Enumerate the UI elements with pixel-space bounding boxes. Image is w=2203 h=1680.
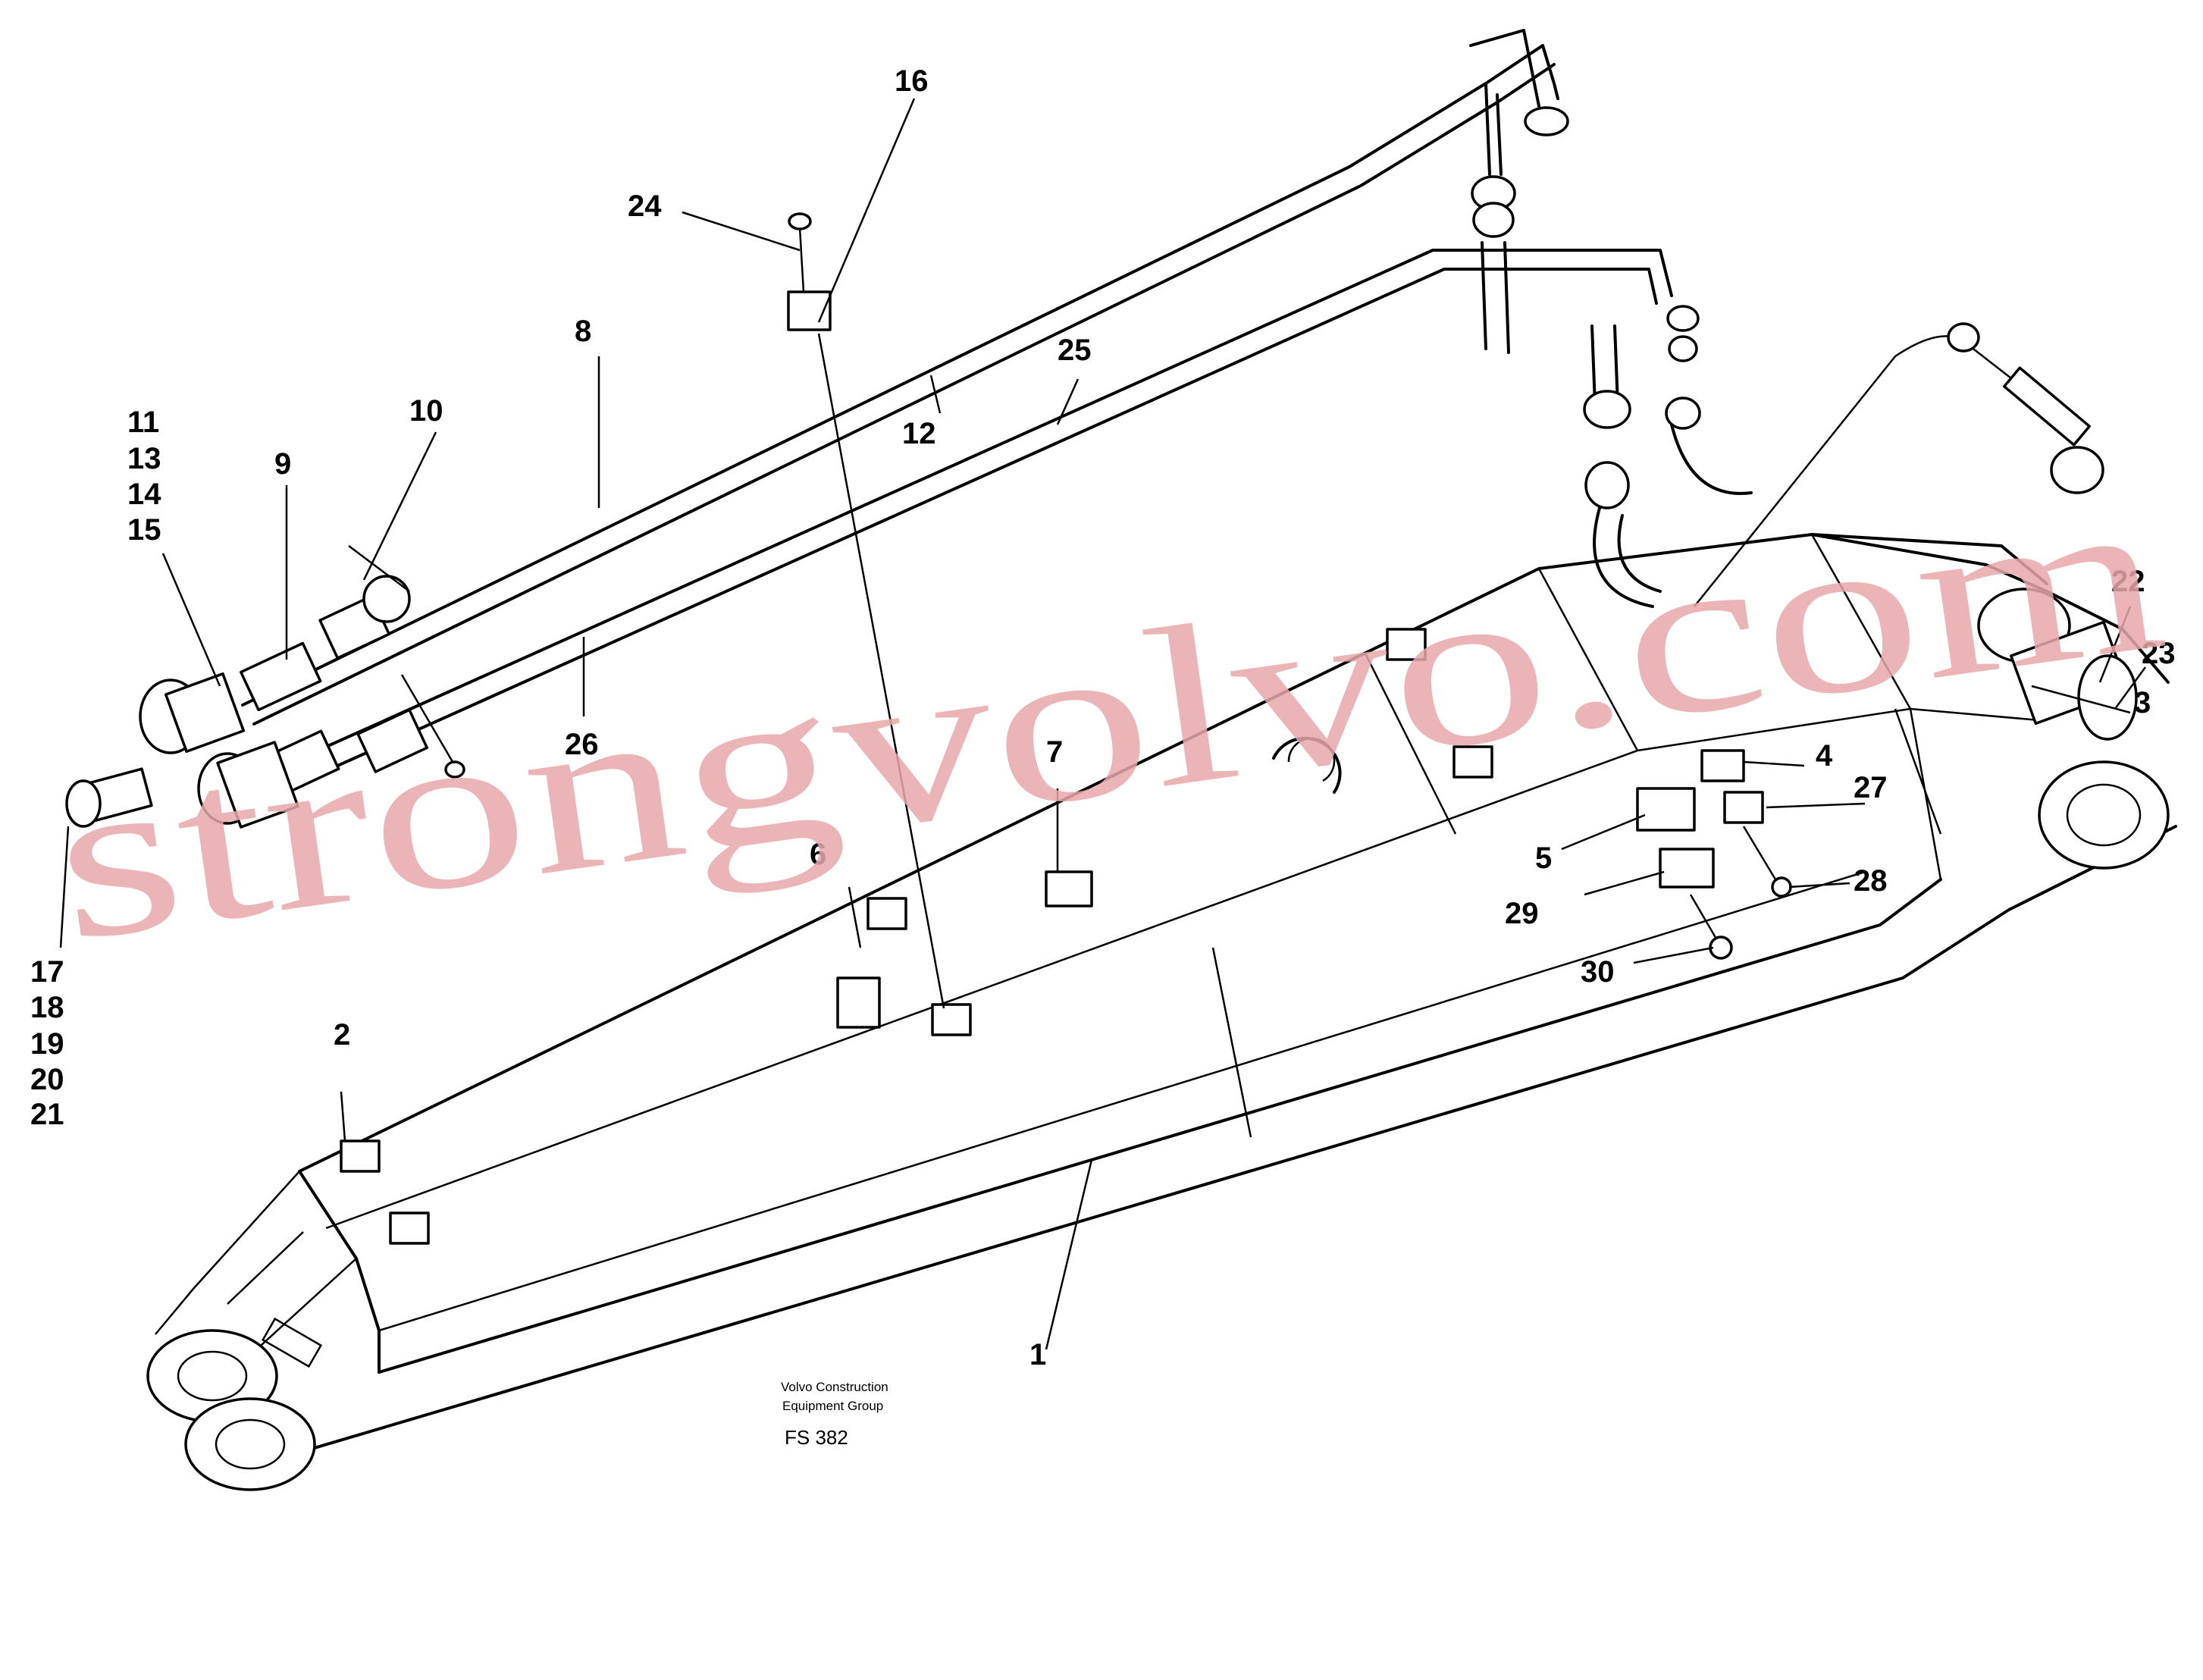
callout-26: 26 [565,728,599,761]
callout-3: 3 [2134,686,2151,719]
callout-25: 25 [1058,334,1092,367]
callout-labels: 16 24 8 25 12 10 9 11 13 14 15 26 7 6 2 … [30,64,2176,1371]
callout-20: 20 [30,1063,64,1096]
boom-arm [146,533,2177,1491]
callout-8: 8 [575,315,591,348]
callout-10: 10 [409,394,443,428]
callout-13: 13 [127,442,161,475]
callout-4: 4 [1816,739,1833,773]
callout-15: 15 [127,513,161,547]
watermark: strongvolvo.com [40,444,2177,989]
callout-14: 14 [127,478,161,511]
caption-company-line2: Equipment Group [782,1399,883,1413]
boom-clamps [340,628,1792,1245]
callout-7: 7 [1046,735,1063,769]
callout-28: 28 [1854,864,1888,898]
callout-17: 17 [30,955,64,989]
callout-27: 27 [1854,771,1888,804]
caption-block: Volvo Construction Equipment Group FS 38… [781,1380,888,1449]
leader-lines [59,98,2147,1350]
callout-18: 18 [30,991,64,1024]
callout-1: 1 [1029,1338,1046,1371]
callout-22: 22 [2111,565,2145,598]
callout-23: 23 [2142,637,2176,670]
callout-11: 11 [127,406,159,439]
hydraulic-tubes [65,29,2104,1009]
callout-24: 24 [628,190,662,223]
callout-29: 29 [1505,897,1539,930]
callout-30: 30 [1581,955,1615,989]
caption-company-line1: Volvo Construction [781,1380,888,1394]
callout-19: 19 [30,1027,64,1061]
caption-figure-code: FS 382 [785,1426,848,1449]
callout-2: 2 [334,1018,350,1052]
callout-9: 9 [274,447,291,481]
callout-6: 6 [810,838,826,871]
callout-16: 16 [895,64,929,98]
callout-21: 21 [30,1098,64,1131]
callout-12: 12 [902,417,936,450]
callout-5: 5 [1535,842,1552,875]
